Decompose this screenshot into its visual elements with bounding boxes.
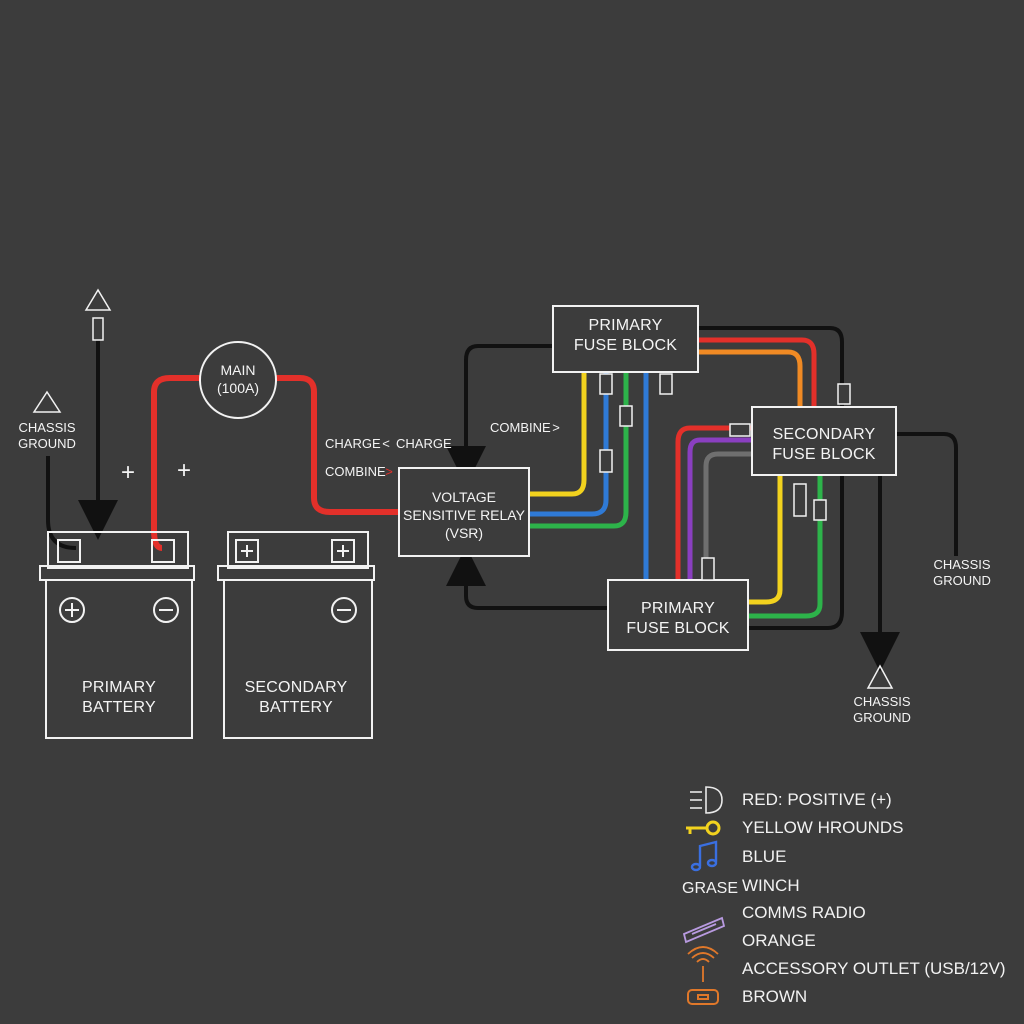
purple-wire-sec-bottom xyxy=(687,437,752,580)
combine-right-arrow: > xyxy=(552,420,560,435)
legend-item-6: ORANGE xyxy=(742,931,816,950)
fuse-block-bottom-label: PRIMARY FUSE BLOCK xyxy=(608,599,748,639)
key-icon xyxy=(686,820,721,836)
fuse-block-top-box xyxy=(552,305,699,373)
fuse-block-secondary-line2: FUSE BLOCK xyxy=(772,446,876,463)
red-wire-vsr xyxy=(274,375,400,515)
fuse-markers xyxy=(599,373,851,581)
primary-battery-line2: BATTERY xyxy=(82,699,156,716)
ground-post-icon-top xyxy=(92,317,104,341)
ground-wire-left xyxy=(46,456,77,550)
chassis-ground-left-line1: CHASSIS xyxy=(18,420,76,435)
primary-battery xyxy=(39,531,195,739)
charge-left-label: CHARGE xyxy=(325,436,381,451)
blue-wire-vsr xyxy=(529,370,609,517)
gray-wire-sec-bottom xyxy=(703,451,752,580)
fuse-block-bottom-line2: FUSE BLOCK xyxy=(626,620,730,637)
ground-triangle-icon-bottom xyxy=(866,664,894,689)
fuse-block-top-line2: FUSE BLOCK xyxy=(573,337,678,354)
music-note-icon xyxy=(690,840,718,872)
secondary-battery xyxy=(217,531,375,739)
red-wire-sec-bottom xyxy=(675,425,752,580)
combine-left-label: COMBINE xyxy=(325,464,386,479)
legend-item-4: WINCH xyxy=(742,876,800,895)
headlight-icon xyxy=(690,786,723,814)
chassis-ground-left-label: CHASSIS GROUND xyxy=(10,420,84,453)
main-fuse-line1: MAIN xyxy=(220,362,256,378)
green-wire-sec-bottom xyxy=(748,474,823,619)
plus-sign-1: + xyxy=(120,459,135,486)
red-wire-main xyxy=(151,375,202,551)
chassis-ground-right-label: CHASSIS GROUND xyxy=(922,557,1002,590)
main-fuse-label: MAIN (100A) xyxy=(200,362,276,397)
fuse-block-secondary-line1: SECONDARY xyxy=(772,426,876,443)
vsr-line1: VOLTAGE xyxy=(431,489,497,505)
black-wire-vsr-top xyxy=(446,344,553,486)
vsr-line3: (VSR) xyxy=(444,525,484,542)
ground-triangle-icon-left xyxy=(32,390,62,413)
orange-wire-top-right xyxy=(698,349,803,408)
legend-item-8: BROWN xyxy=(742,987,808,1006)
yellow-wire-sec-bottom xyxy=(748,474,783,605)
fuse-block-bottom-line1: PRIMARY xyxy=(640,600,715,617)
main-fuse xyxy=(199,341,277,419)
combine-left-arrow: > xyxy=(385,464,393,479)
legend-item-7: ACCESSORY OUTLET (USB/12V) xyxy=(742,959,1006,978)
legend-item-5: COMMS RADIO xyxy=(742,903,866,922)
chassis-ground-left-line2: GROUND xyxy=(18,436,76,452)
red-wire-top-right xyxy=(698,337,817,408)
charge-right-label: CHARGE xyxy=(396,436,452,451)
secondary-battery-line2: BATTERY xyxy=(259,699,333,716)
primary-battery-line1: PRIMARY xyxy=(81,679,156,696)
secondary-battery-line1: SECONDARY xyxy=(244,679,348,696)
chassis-ground-bottom-line1: CHASSIS xyxy=(853,694,911,709)
fuse-block-top-line1: PRIMARY xyxy=(588,317,663,334)
charge-separator: < xyxy=(382,436,390,451)
vsr-line2: SENSITIVE RELAY xyxy=(403,507,525,524)
combine-right-label: COMBINE xyxy=(490,420,551,435)
fuse-block-secondary-box xyxy=(751,406,897,476)
black-wire-ground-right xyxy=(896,432,958,556)
primary-battery-label: PRIMARY BATTERY xyxy=(46,678,192,718)
legend-icon-text-grase: GRASE xyxy=(682,880,739,897)
chassis-ground-right-line1: CHASSIS xyxy=(933,557,991,572)
black-wire-top-right xyxy=(698,326,844,630)
antenna-icon xyxy=(687,946,719,982)
fuse-block-top-label: PRIMARY FUSE BLOCK xyxy=(553,316,698,356)
plus-sign-2: + xyxy=(176,457,191,484)
chassis-ground-right-line2: GROUND xyxy=(933,573,991,589)
vsr-box xyxy=(398,467,530,557)
light-bar-icon xyxy=(682,916,726,944)
legend-item-1: RED: POSITIVE (+) xyxy=(742,790,892,809)
outlet-icon xyxy=(687,989,719,1005)
main-fuse-line2: (100A) xyxy=(216,379,260,396)
green-wire-vsr xyxy=(529,370,629,529)
yellow-wire-vsr xyxy=(529,370,587,497)
black-wire-vsr-bottom xyxy=(446,546,608,610)
legend-item-2: YELLOW HROUNDS xyxy=(742,818,904,837)
chassis-ground-bottom-line2: GROUND xyxy=(853,710,911,726)
fuse-block-secondary-label: SECONDARY FUSE BLOCK xyxy=(752,425,896,465)
chassis-ground-bottom-label: CHASSIS GROUND xyxy=(842,694,922,727)
secondary-battery-label: SECONDARY BATTERY xyxy=(220,678,372,718)
ground-triangle-icon-top xyxy=(84,288,112,311)
vsr-label: VOLTAGE SENSITIVE RELAY (VSR) xyxy=(399,488,529,543)
fuse-block-bottom-box xyxy=(607,579,749,651)
legend-item-3: BLUE xyxy=(742,847,787,866)
